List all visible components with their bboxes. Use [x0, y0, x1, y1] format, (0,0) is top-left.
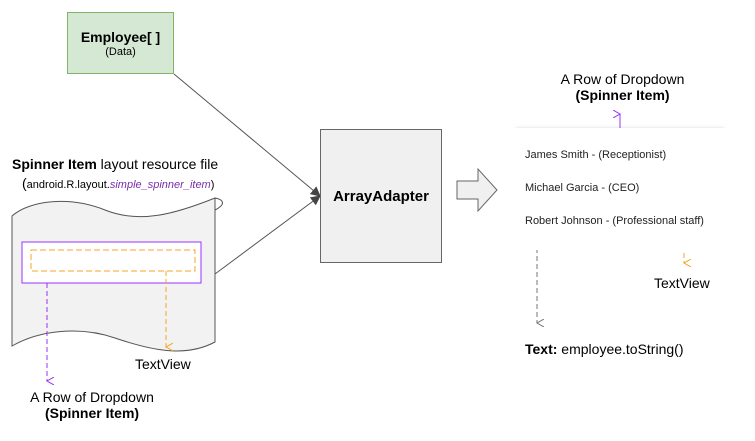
- layout-resource-close-paren: ): [210, 179, 215, 191]
- layout-resource-open-paren: (: [22, 175, 27, 191]
- dropdown-list: James Smith - (Receptionist) Michael Gar…: [512, 128, 755, 250]
- layout-resource-title-bold: Spinner Item: [12, 156, 97, 172]
- left-row-label-line2: (Spinner Item): [44, 405, 140, 421]
- layout-resource-title: Spinner Item layout resource file: [12, 156, 218, 172]
- left-row-label: A Row of Dropdown (Spinner Item): [8, 389, 176, 421]
- dropdown-item[interactable]: James Smith - (Receptionist): [525, 149, 667, 161]
- layout-textview-rect: [30, 249, 196, 272]
- right-row-label-line2: (Spinner Item): [575, 87, 670, 103]
- right-row-label-line1: A Row of Dropdown: [560, 71, 685, 87]
- text-caption: Text: employee.toString(): [525, 341, 683, 357]
- layout-resource-subtitle: (android.R.layout.simple_spinner_item): [22, 175, 214, 191]
- text-caption-bold: Text:: [525, 341, 558, 357]
- layout-spinner-item-rect: [21, 241, 202, 284]
- text-caption-rest: employee.toString(): [557, 341, 684, 357]
- employee-data-subtitle: (Data): [105, 46, 136, 58]
- right-row-label: A Row of Dropdown (Spinner Item): [540, 71, 705, 103]
- flow-block-arrow: [456, 167, 498, 213]
- array-adapter-box: ArrayAdapter: [320, 129, 442, 263]
- array-adapter-label: ArrayAdapter: [333, 187, 429, 205]
- layout-resource-title-rest: layout resource file: [96, 156, 219, 172]
- dropdown-item[interactable]: Robert Johnson - (Professional staff): [525, 215, 704, 227]
- layout-resource-name: simple_spinner_item: [109, 179, 211, 191]
- dropdown-item[interactable]: Michael Garcia - (CEO): [525, 182, 640, 194]
- layout-to-adapter-connector: [214, 195, 321, 275]
- left-row-label-line1: A Row of Dropdown: [30, 389, 154, 405]
- left-textview-label: TextView: [135, 356, 191, 372]
- data-to-adapter-connector: [173, 73, 321, 197]
- right-textview-label: TextView: [654, 275, 710, 291]
- employee-data-title: Employee[ ]: [80, 29, 161, 45]
- employee-data-box: Employee[ ] (Data): [67, 12, 174, 74]
- layout-resource-prefix: android.R.layout.: [26, 179, 110, 191]
